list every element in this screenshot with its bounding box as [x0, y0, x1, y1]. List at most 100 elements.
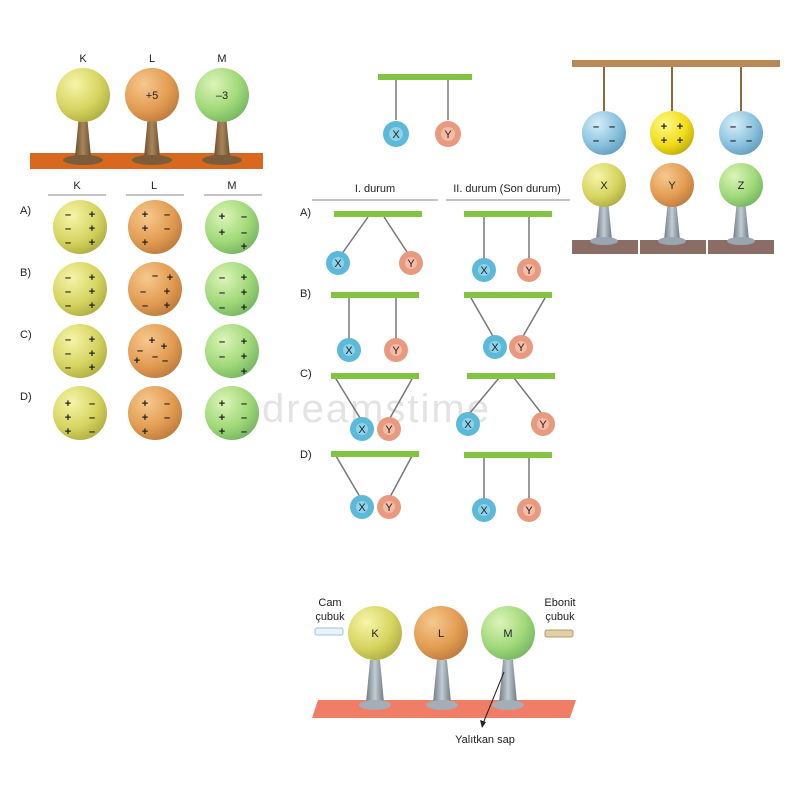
- base-x: [572, 240, 638, 254]
- watermark: dreamstime: [262, 387, 491, 431]
- grid-sphere-b-l: [128, 262, 182, 316]
- svg-text:+: +: [219, 227, 225, 239]
- option-label-c: C): [20, 329, 32, 341]
- svg-text:+: +: [241, 351, 247, 363]
- svg-text:+: +: [241, 272, 247, 284]
- handle-label: Yalıtkan sap: [455, 734, 515, 746]
- grid-sphere-c-m: [205, 324, 259, 378]
- svg-text:Y: Y: [517, 342, 525, 354]
- svg-text:–: –: [65, 286, 71, 298]
- sphere-label-l: L: [149, 53, 155, 65]
- svg-text:–: –: [89, 412, 95, 424]
- svg-text:+: +: [65, 412, 71, 424]
- header-durum-2: II. durum (Son durum): [453, 183, 561, 195]
- svg-text:+: +: [89, 286, 95, 298]
- svg-text:–: –: [219, 336, 225, 348]
- svg-text:+: +: [241, 241, 247, 253]
- hanging-sphere-1: [582, 111, 626, 155]
- stand-sphere-y: Y: [650, 163, 694, 207]
- svg-text:–: –: [65, 300, 71, 312]
- svg-text:+: +: [241, 336, 247, 348]
- svg-text:–: –: [65, 209, 71, 221]
- svg-text:–: –: [219, 287, 225, 299]
- svg-text:X: X: [464, 419, 472, 431]
- svg-text:–: –: [241, 211, 247, 223]
- panel3: –– –– ++ ++ –– –– X Y: [572, 60, 780, 254]
- grid-sphere-d-m: [205, 386, 259, 440]
- svg-text:X: X: [392, 129, 400, 141]
- svg-text:+: +: [167, 272, 173, 284]
- svg-text:X: X: [358, 502, 366, 514]
- grid-header-l: L: [151, 180, 157, 192]
- svg-text:M: M: [503, 628, 512, 640]
- svg-text:–: –: [65, 348, 71, 360]
- svg-text:+: +: [142, 209, 148, 221]
- base-z: [708, 240, 774, 254]
- svg-text:+: +: [661, 135, 667, 147]
- svg-text:+: +: [161, 341, 167, 353]
- panel4: K L M Cam çubuk Ebonit çubuk Yalıtkan sa…: [312, 597, 576, 746]
- svg-text:+: +: [677, 121, 683, 133]
- svg-text:+: +: [134, 355, 140, 367]
- svg-text:–: –: [89, 426, 95, 438]
- p4-sphere-k: K: [348, 606, 402, 660]
- svg-text:+: +: [241, 302, 247, 314]
- panel2: X Y I. durum II. durum (Son durum) A) B)…: [300, 74, 570, 522]
- panel1-sphere-m: M –3: [195, 53, 249, 165]
- svg-text:+: +: [142, 398, 148, 410]
- svg-text:–: –: [241, 398, 247, 410]
- svg-text:X: X: [334, 258, 342, 270]
- svg-text:–: –: [164, 223, 170, 235]
- panel1-sphere-k: K: [56, 53, 110, 165]
- base-y: [640, 240, 706, 254]
- grid-sphere-c-k: [53, 324, 107, 378]
- grid-header-k: K: [73, 180, 81, 192]
- hanging-sphere-3: [719, 111, 763, 155]
- stand-sphere-x: X: [582, 163, 626, 207]
- svg-text:+: +: [89, 300, 95, 312]
- svg-text:+: +: [219, 211, 225, 223]
- svg-text:+: +: [142, 412, 148, 424]
- option-label-a: A): [20, 205, 31, 217]
- svg-text:+: +: [149, 335, 155, 347]
- svg-text:L: L: [438, 628, 444, 640]
- ceiling-bar: [572, 60, 780, 67]
- svg-text:+: +: [164, 286, 170, 298]
- svg-text:–: –: [65, 272, 71, 284]
- grid-sphere-a-l: [128, 200, 182, 254]
- svg-text:Y: Y: [444, 129, 452, 141]
- p2-option-b: B): [300, 288, 311, 300]
- svg-text:–: –: [164, 398, 170, 410]
- svg-text:Y: Y: [525, 265, 533, 277]
- svg-text:+: +: [219, 398, 225, 410]
- svg-text:–: –: [609, 121, 615, 133]
- svg-text:–: –: [241, 412, 247, 424]
- svg-text:–: –: [593, 135, 599, 147]
- svg-text:+: +: [89, 348, 95, 360]
- svg-text:+: +: [219, 426, 225, 438]
- svg-text:–: –: [593, 121, 599, 133]
- svg-text:Z: Z: [738, 180, 745, 192]
- svg-text:+: +: [241, 287, 247, 299]
- pendulum-strings: [335, 216, 546, 500]
- svg-text:X: X: [358, 424, 366, 436]
- grid-sphere-a-k: [53, 200, 107, 254]
- svg-text:+: +: [661, 121, 667, 133]
- svg-text:–: –: [65, 237, 71, 249]
- svg-text:–: –: [609, 135, 615, 147]
- svg-text:–: –: [164, 412, 170, 424]
- svg-text:+: +: [677, 135, 683, 147]
- svg-text:X: X: [600, 180, 608, 192]
- svg-text:+: +: [89, 272, 95, 284]
- p4-sphere-l: L: [414, 606, 468, 660]
- grid-header-m: M: [227, 180, 236, 192]
- svg-text:–: –: [137, 345, 143, 357]
- option-label-d: D): [20, 391, 32, 403]
- svg-text:–: –: [162, 355, 168, 367]
- pendulum-bobs: [326, 251, 555, 522]
- svg-text:+: +: [241, 366, 247, 378]
- svg-text:X: X: [345, 345, 353, 357]
- grid-sphere-d-k: [53, 386, 107, 440]
